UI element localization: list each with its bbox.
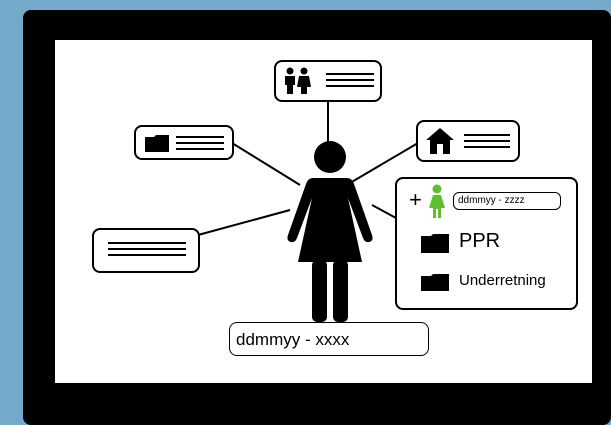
child-panel[interactable]: + ddmmyy - zzzz PPR Underretning — [395, 177, 578, 310]
child-id-text: ddmmyy - zzzz — [458, 195, 525, 206]
couple-icon — [285, 67, 311, 94]
folder-label-underretning[interactable]: Underretning — [459, 272, 546, 289]
folder-icon — [421, 274, 449, 291]
text-lines-icon — [326, 73, 374, 91]
folder-label-ppr[interactable]: PPR — [459, 230, 501, 252]
child-figure-icon — [429, 184, 445, 218]
person-id-field[interactable]: ddmmyy - xxxx — [229, 322, 429, 356]
folder-icon — [421, 234, 449, 253]
house-icon — [426, 128, 454, 154]
child-id-field[interactable]: ddmmyy - zzzz — [453, 192, 561, 210]
documents-node[interactable] — [134, 125, 234, 160]
person-figure-icon — [287, 141, 373, 322]
text-lines-icon — [464, 134, 510, 152]
add-child-symbol[interactable]: + — [409, 187, 422, 212]
notes-node[interactable] — [92, 228, 200, 273]
text-lines-icon — [176, 136, 224, 154]
text-lines-icon — [108, 242, 186, 260]
housing-node[interactable] — [416, 120, 520, 162]
folder-icon — [145, 135, 169, 152]
person-id-text: ddmmyy - xxxx — [236, 330, 350, 349]
relations-node[interactable] — [274, 60, 382, 102]
